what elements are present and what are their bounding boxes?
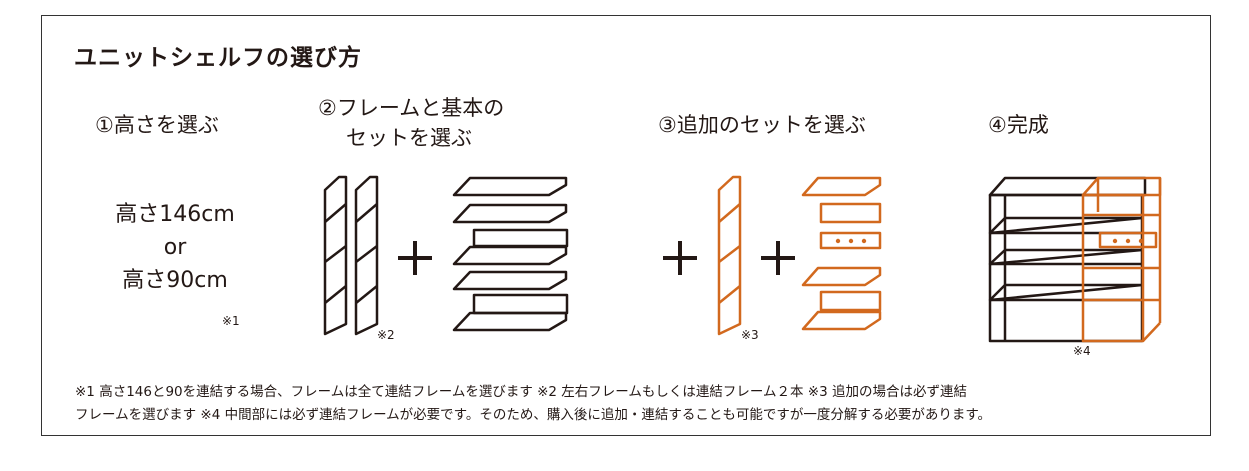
back-panel-dots <box>835 238 867 244</box>
step-2-label-line2: セットを選ぶ <box>346 126 472 150</box>
content-frame <box>41 15 1211 436</box>
step-3-label: ③追加のセットを選ぶ <box>658 113 866 137</box>
plus-sign-2 <box>663 241 697 275</box>
completed-shelf-addition <box>1081 176 1162 343</box>
height-option-146: 高さ146cm <box>115 202 235 227</box>
plus-sign-3 <box>761 241 795 275</box>
plus-sign-1 <box>398 241 432 275</box>
step-2-label-line1: ②フレームと基本の <box>318 96 505 120</box>
note-2: ※2 <box>377 328 395 342</box>
height-options: 高さ146cm or 高さ90cm <box>100 198 250 297</box>
side-frame-right <box>354 175 379 336</box>
footnote-line-1: ※1 高さ146と90を連結する場合、フレームは全て連結フレームを選びます ※2… <box>75 384 967 400</box>
page-title: ユニットシェルフの選び方 <box>74 45 362 71</box>
side-frame-left <box>323 175 348 336</box>
completed-shelf-base <box>988 176 1147 343</box>
step-1-label: ①高さを選ぶ <box>95 113 219 137</box>
connecting-frame <box>717 175 742 336</box>
shelf-set-base <box>452 176 569 332</box>
footnote-line-2: フレームを選びます ※4 中間部には必ず連結フレームが必要です。そのため、購入後… <box>75 407 991 423</box>
completed-back-panel-dots <box>1112 238 1144 244</box>
step-4-label: ④完成 <box>988 113 1049 137</box>
note-4: ※4 <box>1073 344 1091 358</box>
note-1: ※1 <box>222 314 240 328</box>
note-3: ※3 <box>741 328 759 342</box>
height-option-90: 高さ90cm <box>122 268 228 293</box>
shelf-set-additional <box>801 176 882 331</box>
height-or: or <box>163 235 187 260</box>
